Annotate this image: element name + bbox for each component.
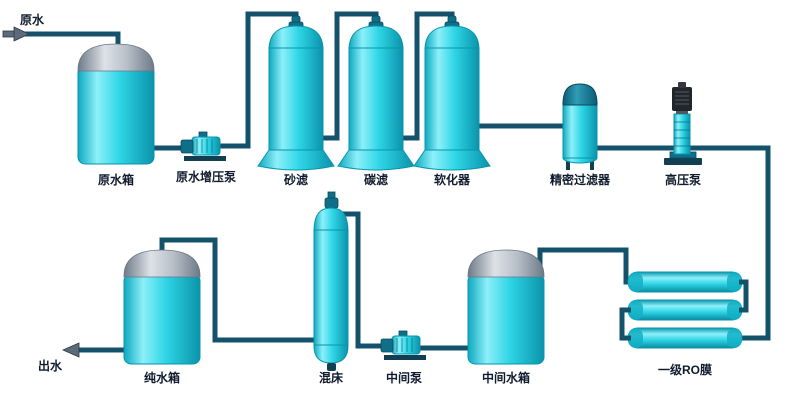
- sand-filter: [257, 15, 335, 171]
- vessel-body: [268, 47, 324, 151]
- label-softener: 软化器: [434, 172, 471, 187]
- tank-body: [123, 273, 201, 365]
- pipe-hppump-to-ro: [690, 145, 771, 341]
- label-raw-water: 原水: [20, 12, 45, 27]
- label-ro-membrane: 一级RO膜: [658, 362, 712, 377]
- ro-tube-endcap: [727, 300, 742, 320]
- intermediate-pump: [380, 330, 426, 360]
- mixed-bed: [313, 191, 349, 371]
- tank-dome: [467, 249, 545, 278]
- pure-water-tank: [123, 249, 201, 365]
- pipe-pump-to-mixed-bed: [333, 211, 392, 349]
- ro-connector-left: [619, 307, 631, 341]
- vessel-bottom: [313, 344, 349, 364]
- filter-dome: [562, 83, 598, 106]
- label-carbon-filter: 碳滤: [364, 172, 388, 187]
- ro-tube: [627, 299, 743, 321]
- motor-fins: [396, 338, 413, 352]
- pump-motor: [391, 335, 421, 355]
- pump-stage-rings: [674, 121, 690, 147]
- vessel-dome: [348, 25, 404, 52]
- intermediate-tank: [467, 249, 545, 365]
- label-outlet-water: 出水: [38, 358, 63, 373]
- ro-membrane-bank: [619, 271, 749, 349]
- ro-tube-endcap: [727, 328, 742, 348]
- tank-dome: [123, 249, 201, 278]
- softener: [413, 15, 491, 171]
- pipe-mixed-bed-to-pure-tank: [159, 237, 318, 343]
- carbon-filter: [337, 15, 415, 171]
- pump-motor: [672, 87, 692, 111]
- pump-base: [664, 158, 702, 165]
- label-intermediate-pump: 中间泵: [386, 370, 422, 385]
- inlet-arrow-icon: [13, 26, 30, 42]
- motor-cap: [678, 82, 686, 88]
- ro-tube-endcap: [628, 300, 643, 320]
- filter-leg: [566, 160, 570, 170]
- vessel-body: [424, 47, 480, 151]
- pump-head: [180, 139, 194, 154]
- vessel-dome: [268, 25, 324, 52]
- ro-tube: [627, 327, 743, 349]
- label-pure-water-tank: 纯水箱: [144, 370, 180, 385]
- top-valve: [324, 197, 339, 209]
- vessel-body: [348, 47, 404, 151]
- label-intermediate-tank: 中间水箱: [482, 370, 530, 385]
- vessel-skirt: [257, 149, 335, 171]
- ro-connector-right: [739, 279, 749, 313]
- pump-motor: [191, 136, 221, 156]
- pump-base: [184, 156, 226, 161]
- tank-dome: [77, 43, 155, 72]
- vessel-dome: [424, 25, 480, 52]
- raw-water-tank: [77, 43, 155, 165]
- outlet-arrow-icon: [62, 342, 80, 358]
- pump-head: [380, 338, 394, 353]
- ro-tube-endcap: [628, 328, 643, 348]
- label-high-pressure-pump: 高压泵: [665, 172, 701, 187]
- filter-body: [562, 101, 598, 159]
- tank-body: [77, 65, 155, 165]
- vessel-body: [313, 229, 349, 347]
- label-booster-pump: 原水增压泵: [176, 169, 236, 184]
- motor-fins: [196, 139, 213, 153]
- pipes: [24, 11, 771, 353]
- ro-tube: [627, 271, 743, 293]
- flow-arrows: [2, 26, 80, 358]
- ro-tube-endcap: [628, 272, 643, 292]
- motor-fins: [675, 91, 689, 105]
- pump-column: [673, 113, 691, 155]
- bottom-valve: [327, 363, 336, 371]
- label-mixed-bed: 混床: [319, 370, 344, 385]
- high-pressure-pump: [664, 82, 702, 165]
- pump-base: [384, 355, 426, 360]
- pump-coupling: [676, 109, 688, 114]
- vessel-skirt: [337, 149, 415, 171]
- filter-leg: [590, 160, 594, 170]
- booster-pump: [180, 131, 226, 161]
- tank-body: [467, 273, 545, 365]
- label-raw-water-tank: 原水箱: [98, 172, 134, 187]
- vessel-dome: [313, 207, 349, 234]
- label-sand-filter: 砂滤: [283, 172, 308, 187]
- labels: 原水 原水箱 原水增压泵 砂滤 碳滤 软化器 精密过滤器 高压泵 一级RO膜 中…: [20, 12, 712, 385]
- label-precision-filter: 精密过滤器: [550, 172, 611, 187]
- ro-tube-endcap: [727, 272, 742, 292]
- vessel-skirt: [413, 149, 491, 171]
- pipe-ro-to-intermediate-tank: [537, 247, 634, 285]
- precision-filter: [562, 83, 598, 170]
- inlet-arrow-shaft: [2, 30, 16, 38]
